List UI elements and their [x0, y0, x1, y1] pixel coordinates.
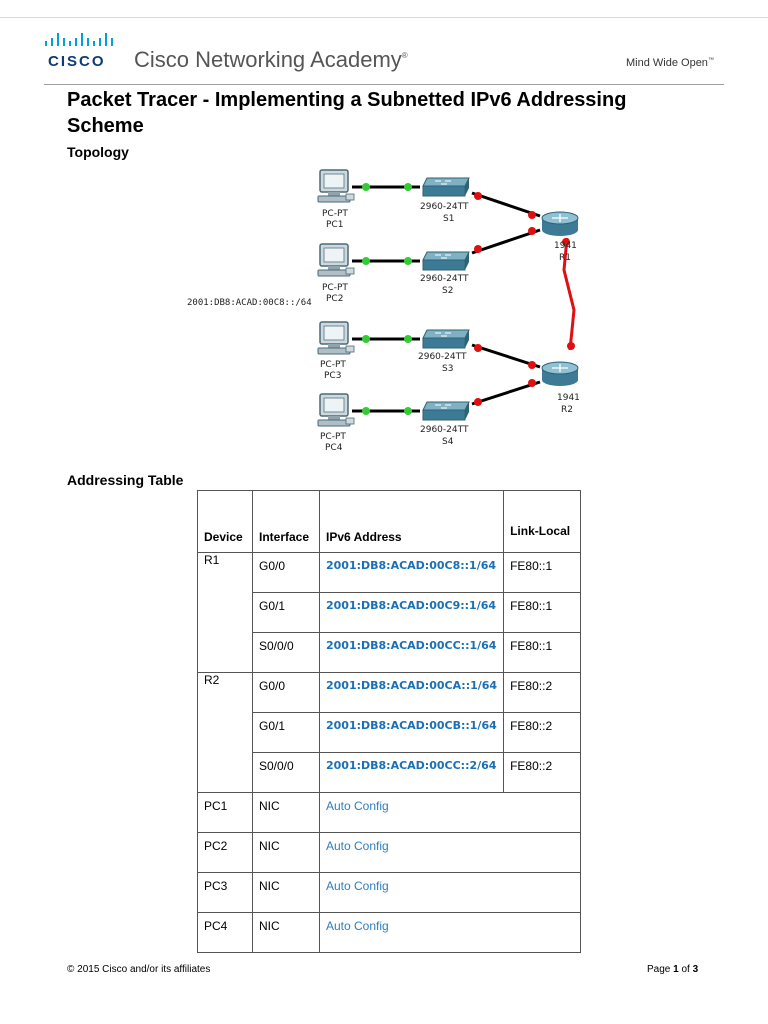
- r2-name: R2: [561, 405, 573, 415]
- ipv6-cell: 2001:DB8:ACAD:00CC::2/64: [318, 752, 505, 793]
- cisco-logo-text: CISCO: [48, 53, 106, 70]
- table-row: PC3 NIC Auto Config: [197, 872, 582, 913]
- header-link-local: Link-Local: [503, 490, 582, 553]
- ipv6-cell: Auto Config: [318, 872, 582, 913]
- ipv6-cell: 2001:DB8:ACAD:00CC::1/64: [318, 632, 505, 673]
- device-cell: R1: [197, 552, 253, 673]
- interface-cell: G0/0: [252, 672, 320, 713]
- r1-model: 1941: [554, 241, 577, 251]
- s4-name: S4: [442, 437, 454, 447]
- interface-cell: NIC: [252, 832, 320, 873]
- page-total: 3: [692, 964, 699, 975]
- table-row: G0/1 2001:DB8:ACAD:00CB::1/64 FE80::2: [198, 712, 582, 753]
- interface-cell: G0/1: [252, 592, 320, 633]
- table-header-row: Device Interface IPv6 Address Link-Local: [197, 490, 582, 553]
- s3-model: 2960-24TT: [418, 352, 467, 362]
- link-local-cell: FE80::2: [503, 752, 582, 793]
- registered-mark: ®: [401, 51, 408, 60]
- r1-name: R1: [559, 253, 571, 263]
- link-local-cell: FE80::2: [503, 672, 582, 713]
- s4-model: 2960-24TT: [420, 425, 469, 435]
- pc2-type: PC-PT: [322, 283, 348, 293]
- network-prefix-label: 2001:DB8:ACAD:00C8::/64: [187, 298, 312, 308]
- table-row: PC1 NIC Auto Config: [197, 792, 582, 833]
- ipv6-cell: 2001:DB8:ACAD:00C8::1/64: [318, 552, 505, 593]
- ipv6-cell: Auto Config: [318, 832, 582, 873]
- s2-model: 2960-24TT: [420, 274, 469, 284]
- ipv6-cell: 2001:DB8:ACAD:00CA::1/64: [318, 672, 505, 713]
- ipv6-cell: 2001:DB8:ACAD:00C9::1/64: [318, 592, 505, 633]
- header-divider: [44, 84, 724, 85]
- brand-name: Cisco Networking Academy®: [134, 47, 408, 73]
- s2-name: S2: [442, 286, 453, 296]
- pc4-name: PC4: [325, 443, 343, 453]
- addressing-table: Device Interface IPv6 Address Link-Local…: [197, 490, 582, 953]
- page-prefix: Page: [647, 964, 674, 975]
- pc3-type: PC-PT: [320, 360, 346, 370]
- brand-text: Cisco Networking Academy: [134, 47, 402, 72]
- interface-cell: G0/1: [252, 712, 320, 753]
- copyright-notice: © 2015 Cisco and/or its affiliates: [67, 964, 211, 975]
- document-title: Packet Tracer - Implementing a Subnetted…: [67, 89, 627, 137]
- link-local-cell: FE80::1: [503, 592, 582, 633]
- device-cell: PC4: [197, 912, 253, 953]
- pc2-name: PC2: [326, 294, 343, 304]
- topology-diagram: PC-PT PC1 PC-PT PC2 PC-PT PC3 PC-PT PC4 …: [187, 169, 580, 453]
- ipv6-cell: Auto Config: [318, 912, 582, 953]
- page-of: of: [678, 964, 693, 975]
- table-row: S0/0/0 2001:DB8:ACAD:00CC::2/64 FE80::2: [198, 752, 582, 793]
- page-current: 1: [673, 964, 679, 975]
- header-device: Device: [197, 490, 253, 553]
- pc1-type: PC-PT: [322, 209, 348, 219]
- pc3-name: PC3: [324, 371, 341, 381]
- header-interface: Interface: [252, 490, 320, 553]
- table-row: PC2 NIC Auto Config: [197, 832, 582, 873]
- pc4-type: PC-PT: [320, 432, 346, 442]
- device-cell: R2: [197, 672, 253, 793]
- device-cell: PC3: [197, 872, 253, 913]
- interface-cell: S0/0/0: [252, 752, 320, 793]
- device-cell: PC2: [197, 832, 253, 873]
- ipv6-cell: 2001:DB8:ACAD:00CB::1/64: [318, 712, 505, 753]
- link-local-cell: FE80::1: [503, 552, 582, 593]
- s3-name: S3: [442, 364, 453, 374]
- table-row: PC4 NIC Auto Config: [197, 912, 582, 953]
- link-local-cell: FE80::2: [503, 712, 582, 753]
- trademark-mark: ™: [707, 57, 714, 64]
- addressing-heading: Addressing Table: [67, 472, 184, 488]
- interface-cell: NIC: [252, 912, 320, 953]
- table-row: R2 G0/0 2001:DB8:ACAD:00CA::1/64 FE80::2: [197, 672, 582, 793]
- interface-cell: S0/0/0: [252, 632, 320, 673]
- tagline-text: Mind Wide Open: [626, 57, 708, 69]
- table-row: G0/1 2001:DB8:ACAD:00C9::1/64 FE80::1: [198, 592, 582, 633]
- tagline: Mind Wide Open™: [626, 57, 714, 69]
- top-rule: [0, 17, 768, 18]
- ipv6-cell: Auto Config: [318, 792, 582, 833]
- r2-model: 1941: [557, 393, 580, 403]
- table-row: S0/0/0 2001:DB8:ACAD:00CC::1/64 FE80::1: [198, 632, 582, 673]
- s1-model: 2960-24TT: [420, 202, 469, 212]
- header-ipv6: IPv6 Address: [318, 490, 505, 553]
- interface-cell: NIC: [252, 792, 320, 833]
- pc1-name: PC1: [326, 220, 343, 230]
- link-local-cell: FE80::1: [503, 632, 582, 673]
- cisco-logo-icon: [45, 33, 113, 46]
- interface-cell: G0/0: [252, 552, 320, 593]
- interface-cell: NIC: [252, 872, 320, 913]
- table-row: R1 G0/0 2001:DB8:ACAD:00C8::1/64 FE80::1: [197, 552, 582, 673]
- device-cell: PC1: [197, 792, 253, 833]
- s1-name: S1: [443, 214, 454, 224]
- topology-heading: Topology: [67, 144, 129, 160]
- page-number: Page 1 of 3: [647, 964, 698, 975]
